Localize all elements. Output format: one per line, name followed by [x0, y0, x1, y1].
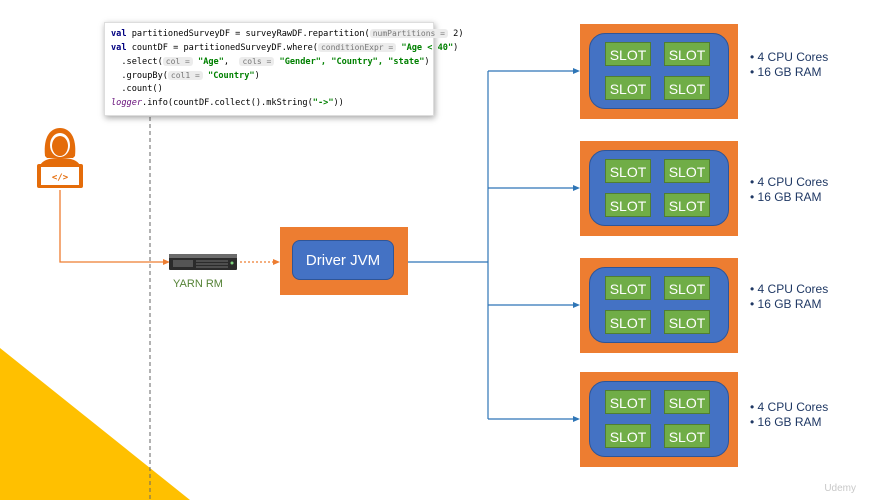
code-line-4: .groupBy(col1 = "Country") — [111, 69, 260, 82]
code-logger: logger — [111, 98, 143, 108]
cpu-cores-label: • 4 CPU Cores — [750, 175, 829, 189]
code-snippet: val partitionedSurveyDF = surveyRawDF.re… — [104, 22, 464, 116]
code-string: "Gender", "Country", "state" — [279, 57, 425, 67]
code-string: "Country" — [208, 71, 255, 81]
slot: SLOT — [664, 310, 710, 334]
branch-arrowhead-1 — [573, 68, 580, 74]
code-text: , — [223, 57, 240, 67]
cpu-cores-label: • 4 CPU Cores — [750, 400, 829, 414]
ram-label: • 16 GB RAM — [750, 190, 822, 204]
param-hint: cols = — [239, 57, 275, 66]
developer-laptop-icon: </> — [37, 128, 83, 188]
worker-node-2: SLOT SLOT SLOT SLOT — [580, 141, 738, 236]
slot: SLOT — [605, 310, 651, 334]
code-string: "->" — [312, 98, 334, 108]
code-line-1: val partitionedSurveyDF = surveyRawDF.re… — [111, 27, 464, 40]
param-hint: numPartitions = — [369, 29, 448, 38]
yarn-to-driver-arrowhead — [273, 259, 280, 265]
code-text: ) — [453, 43, 459, 53]
code-text: partitionedSurveyDF = surveyRawDF.repart… — [126, 29, 370, 39]
code-text: 2) — [447, 29, 464, 39]
slot: SLOT — [605, 193, 651, 217]
code-line-5: .count() — [111, 83, 163, 96]
ram-label: • 16 GB RAM — [750, 65, 822, 79]
code-text: countDF = partitionedSurveyDF.where( — [126, 43, 318, 53]
developer-to-yarn-connector — [59, 190, 164, 263]
param-hint: col1 = — [167, 71, 203, 80]
code-text: .select( — [111, 57, 163, 67]
slot: SLOT — [605, 390, 651, 414]
code-string: "Age < 40" — [401, 43, 454, 53]
node-spec-3: • 4 CPU Cores • 16 GB RAM — [750, 282, 828, 312]
code-line-2: val countDF = partitionedSurveyDF.where(… — [111, 41, 458, 54]
yellow-corner-triangle — [0, 348, 190, 500]
code-string: "Age" — [198, 57, 224, 67]
executor-box: SLOT SLOT SLOT SLOT — [589, 381, 729, 457]
slot: SLOT — [664, 76, 710, 100]
slot: SLOT — [664, 276, 710, 300]
slot: SLOT — [605, 42, 651, 66]
worker-node-4: SLOT SLOT SLOT SLOT — [580, 372, 738, 467]
cpu-cores-label: • 4 CPU Cores — [750, 50, 829, 64]
param-hint: col = — [162, 57, 193, 66]
slot: SLOT — [664, 42, 710, 66]
slot: SLOT — [664, 390, 710, 414]
branch-arrowhead-2 — [573, 185, 580, 191]
executor-box: SLOT SLOT SLOT SLOT — [589, 33, 729, 109]
executor-box: SLOT SLOT SLOT SLOT — [589, 267, 729, 343]
node-spec-2: • 4 CPU Cores • 16 GB RAM — [750, 175, 828, 205]
slot: SLOT — [664, 193, 710, 217]
server-rack-icon — [169, 254, 237, 270]
driver-jvm-box: Driver JVM — [292, 240, 394, 280]
slot: SLOT — [605, 276, 651, 300]
worker-node-1: SLOT SLOT SLOT SLOT — [580, 24, 738, 119]
executor-box: SLOT SLOT SLOT SLOT — [589, 150, 729, 226]
code-line-6: logger.info(countDF.collect().mkString("… — [111, 97, 344, 110]
yarn-rm-label: YARN RM — [173, 278, 223, 290]
driver-container: Driver JVM — [280, 227, 408, 295]
ram-label: • 16 GB RAM — [750, 415, 822, 429]
code-text: .count() — [111, 84, 163, 94]
udemy-watermark: Udemy — [824, 483, 856, 494]
slot: SLOT — [664, 424, 710, 448]
code-text: ) — [254, 71, 260, 81]
developer-to-yarn-arrowhead — [163, 259, 170, 265]
param-hint: conditionExpr = — [317, 43, 397, 52]
code-text: .info(countDF.collect().mkString( — [142, 98, 313, 108]
slot: SLOT — [605, 159, 651, 183]
code-keyword: val — [111, 43, 127, 53]
code-text: .groupBy( — [111, 71, 168, 81]
code-line-3: .select(col = "Age", cols = "Gender", "C… — [111, 55, 430, 68]
svg-text:</>: </> — [52, 173, 69, 183]
slot: SLOT — [605, 76, 651, 100]
code-keyword: val — [111, 29, 127, 39]
node-spec-4: • 4 CPU Cores • 16 GB RAM — [750, 400, 828, 430]
slot: SLOT — [605, 424, 651, 448]
cpu-cores-label: • 4 CPU Cores — [750, 282, 829, 296]
slot: SLOT — [664, 159, 710, 183]
ram-label: • 16 GB RAM — [750, 297, 822, 311]
code-text: ) — [424, 57, 430, 67]
node-spec-1: • 4 CPU Cores • 16 GB RAM — [750, 50, 828, 80]
branch-arrowhead-4 — [573, 416, 580, 422]
code-text: )) — [333, 98, 344, 108]
worker-node-3: SLOT SLOT SLOT SLOT — [580, 258, 738, 353]
branch-arrowhead-3 — [573, 302, 580, 308]
